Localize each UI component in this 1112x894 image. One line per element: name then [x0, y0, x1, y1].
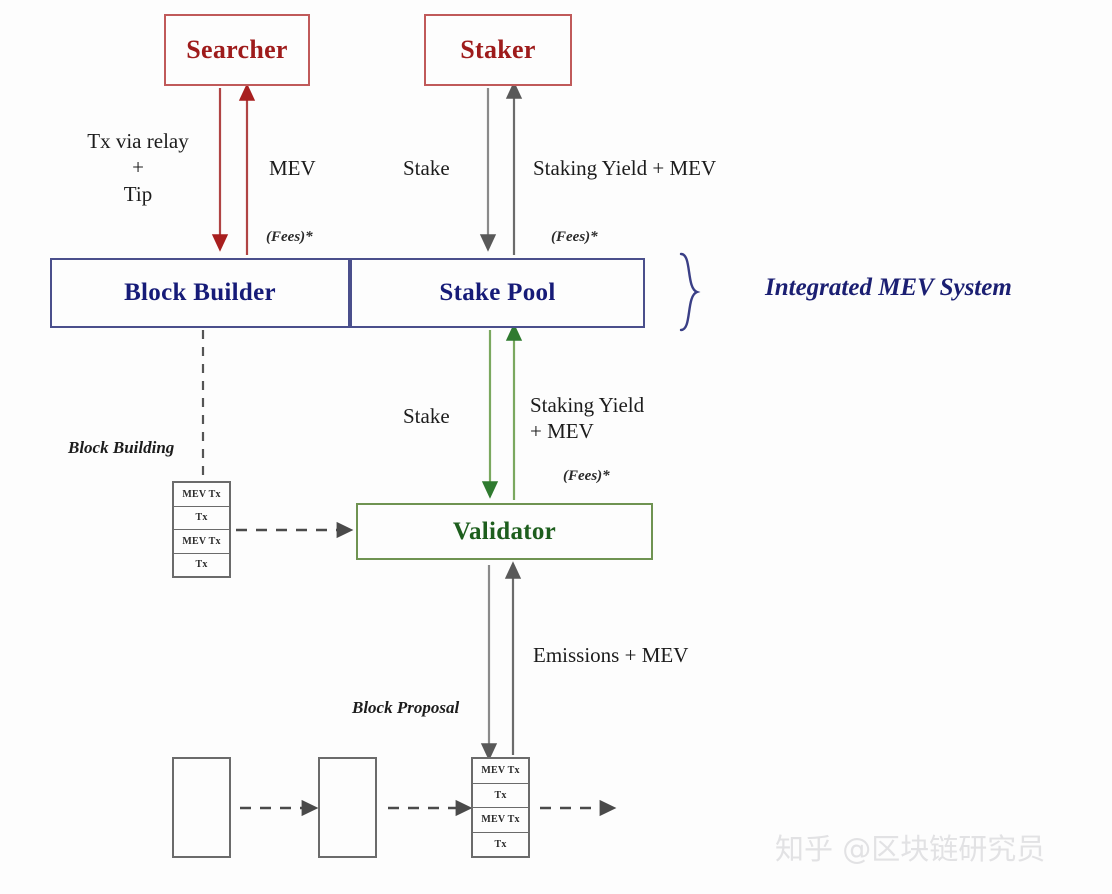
tx-via-relay-line3: Tip	[123, 181, 153, 206]
integrated-mev-system-title: Integrated MEV System	[765, 274, 1012, 301]
tx-row: MEV Tx	[473, 808, 528, 833]
staking-yield-mid-line2: + MEV	[530, 419, 594, 444]
staker-node[interactable]: Staker	[424, 14, 572, 86]
stake-pool-node[interactable]: Stake Pool	[350, 258, 645, 328]
block-builder-node[interactable]: Block Builder	[50, 258, 350, 328]
stake-pool-label: Stake Pool	[439, 279, 556, 306]
mev-flow-label: MEV	[269, 156, 316, 180]
tx-row: Tx	[195, 559, 208, 571]
staking-yield-mev-top-flow-label: Staking Yield + MEV	[533, 156, 717, 180]
watermark: 知乎 @区块链研究员	[775, 832, 1046, 866]
chain-block-empty-1	[172, 757, 231, 858]
tx-row: Tx	[494, 838, 507, 850]
validator-label: Validator	[452, 517, 557, 545]
tx-row: Tx	[174, 507, 229, 530]
block-building-label: Block Building	[68, 438, 175, 457]
tx-via-relay-flow-label: Tx via relay + Tip	[72, 128, 204, 207]
searcher-label: Searcher	[186, 35, 288, 64]
tx-row: Tx	[473, 784, 528, 808]
stake-top-flow-label: Stake	[403, 156, 450, 180]
tx-via-relay-line2: +	[132, 155, 144, 180]
fees-builder-label: (Fees)*	[266, 229, 313, 245]
stake-mid-flow-label: Stake	[403, 404, 450, 428]
block-proposal-label: Block Proposal	[352, 698, 460, 717]
emissions-mev-flow-label: Emissions + MEV	[533, 643, 689, 667]
validator-node[interactable]: Validator	[356, 503, 653, 560]
searcher-node[interactable]: Searcher	[164, 14, 310, 86]
chain-block-empty-2	[318, 757, 377, 858]
tx-row: MEV Tx	[473, 759, 528, 784]
tx-row: MEV Tx	[174, 483, 229, 507]
staker-label: Staker	[460, 35, 536, 64]
builder-block-stack: MEV Tx Tx MEV Tx Tx	[172, 481, 231, 578]
tx-via-relay-line1: Tx via relay	[87, 129, 189, 153]
staking-yield-mid-flow-label: Staking Yield + MEV	[530, 392, 730, 445]
chain-block-stack: MEV Tx Tx MEV Tx Tx	[471, 757, 530, 858]
block-builder-label: Block Builder	[124, 279, 276, 306]
tx-row: MEV Tx	[174, 530, 229, 554]
staking-yield-mid-line1: Staking Yield	[530, 393, 645, 417]
fees-validator-label: (Fees)*	[563, 468, 610, 484]
fees-pool-label: (Fees)*	[551, 229, 598, 245]
